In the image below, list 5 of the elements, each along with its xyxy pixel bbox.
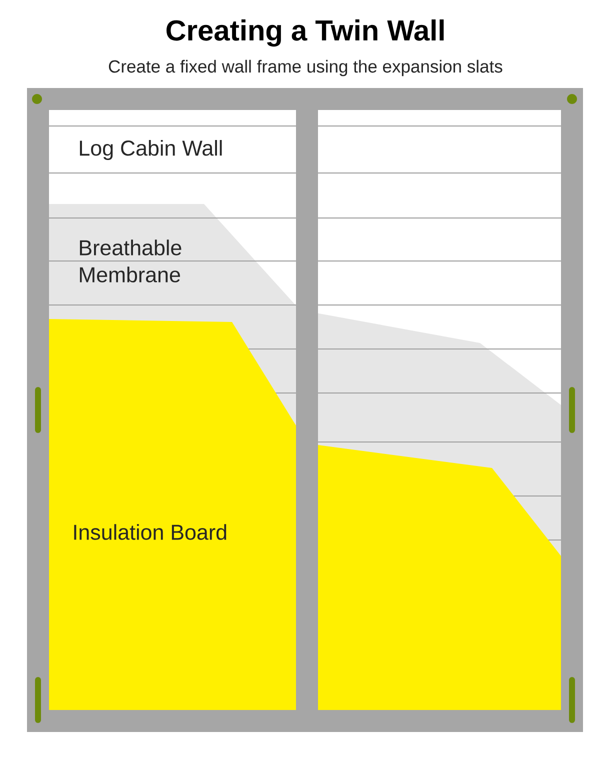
title: Creating a Twin Wall (166, 19, 444, 47)
subtitle: Create a fixed wall frame using the expansion slats (108, 60, 502, 76)
region-label: Log Cabin Wall (80, 140, 222, 160)
region-label: Breathable Membrane (80, 240, 182, 282)
region-label: Insulation Board (74, 524, 226, 540)
